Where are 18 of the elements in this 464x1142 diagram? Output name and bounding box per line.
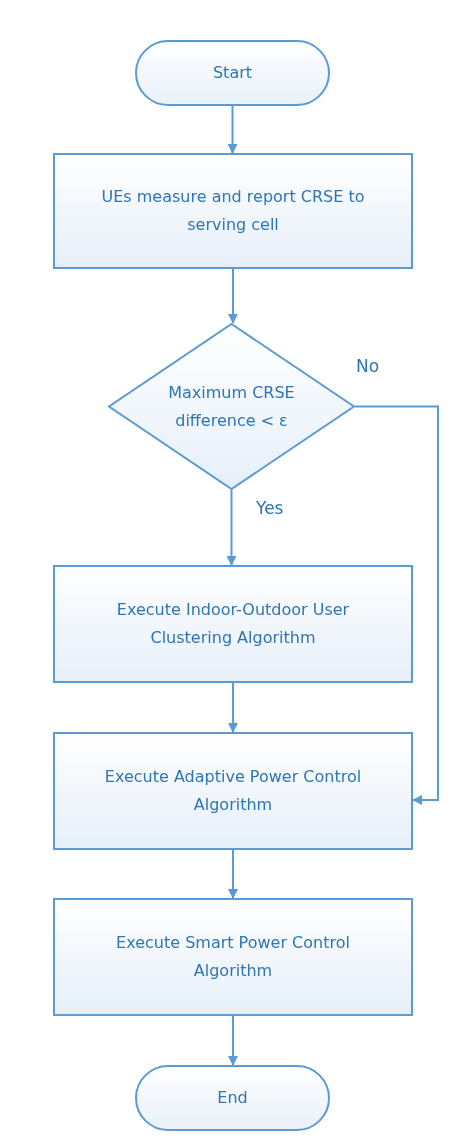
node-text: Maximum CRSE difference < ε xyxy=(167,381,296,432)
node-text: Execute Adaptive Power Control Algorithm xyxy=(103,766,363,816)
arrow xyxy=(228,849,238,899)
arrow xyxy=(227,105,238,154)
process-box xyxy=(53,732,413,850)
process-box xyxy=(53,153,413,269)
node-text: UEs measure and report CRSE to serving cell xyxy=(100,186,366,236)
node-text: Execute Indoor-Outdoor User Clustering Algorithm xyxy=(115,599,351,649)
node-text: Execute Smart Power Control Algorithm xyxy=(115,932,351,982)
process-box xyxy=(53,565,413,683)
arrow xyxy=(228,268,238,324)
arrow xyxy=(228,682,238,733)
node-text: End xyxy=(216,1087,249,1109)
arrow xyxy=(226,489,237,566)
arrow xyxy=(354,405,439,805)
arrow xyxy=(228,1015,238,1066)
node-text: Start xyxy=(211,62,254,84)
process-box xyxy=(53,898,413,1016)
